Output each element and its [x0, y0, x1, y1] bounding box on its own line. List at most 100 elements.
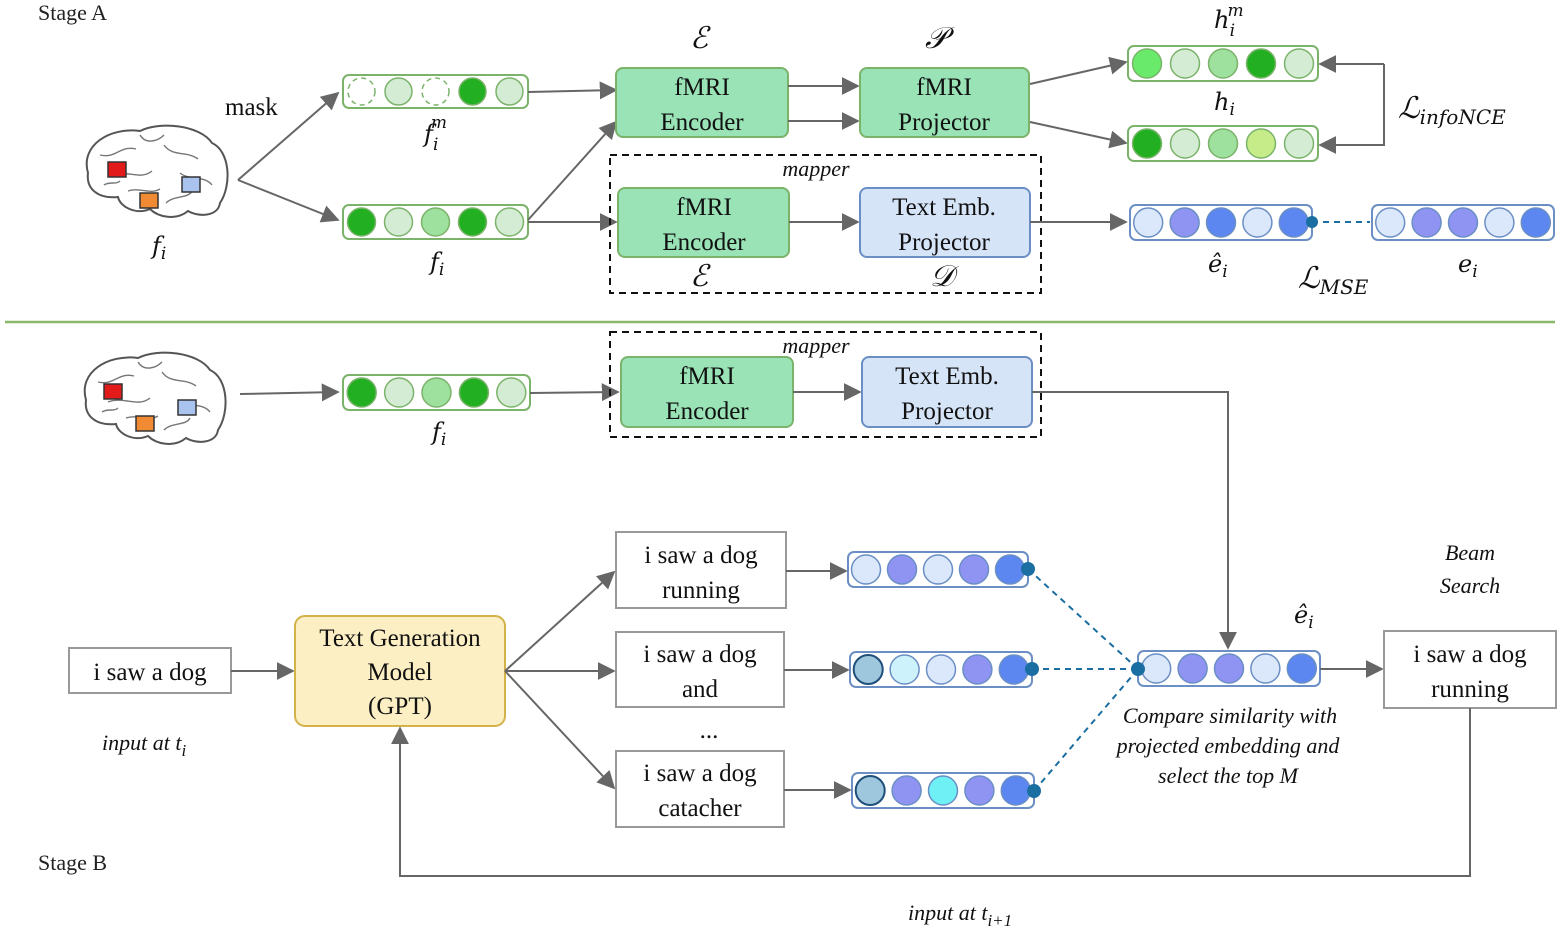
stage-b-label: Stage B: [38, 850, 107, 875]
candidate-3-line1: i saw a dog: [643, 760, 757, 787]
vector-cell: [850, 554, 882, 585]
vector-cell: [494, 207, 525, 237]
compare-text-line3: select the top M: [1158, 763, 1300, 788]
tgm-line1: Text Generation: [319, 625, 481, 652]
fi-label-b: fi: [430, 418, 446, 450]
vector-cell: [1140, 653, 1172, 684]
vector-cell: [421, 377, 452, 408]
compare-text-line1: Compare similarity with: [1123, 703, 1337, 728]
brain-icon: [83, 351, 227, 445]
vector-cell: [1169, 207, 1200, 238]
similarity-dot-2: [1025, 662, 1039, 676]
mapper-label-b: mapper: [782, 333, 850, 358]
vector-cell: [998, 654, 1030, 685]
text-emb-projector-a-line1: Text Emb.: [892, 194, 996, 221]
mse-loss-label: ℒMSE: [1298, 261, 1369, 299]
vector-cell: [1245, 128, 1277, 159]
similarity-link-1: [1027, 568, 1139, 670]
candidate-box-2: [615, 631, 785, 708]
fi-label-a: fi: [428, 248, 444, 280]
vector-cell: [458, 377, 490, 408]
vector-cell: [1520, 207, 1552, 238]
candidate-box-1: [615, 531, 787, 609]
vector-cell: [1132, 207, 1164, 238]
vector-cell: [421, 77, 450, 106]
candidate-2-line2: and: [682, 676, 719, 703]
fmri-projector: [859, 67, 1030, 138]
vector-cell: [1250, 653, 1281, 684]
candidate-3-line2: catacher: [658, 795, 742, 822]
vector-fi-b: [342, 374, 531, 411]
vector-cell: [1169, 48, 1201, 79]
vector-cell: [346, 377, 377, 408]
tgm-line3: (GPT): [368, 693, 432, 720]
candidate-ellipsis: ...: [700, 717, 719, 744]
beam-search-line2: Search: [1440, 573, 1500, 598]
compare-text-line2: projected embedding and: [1115, 733, 1341, 758]
tgm-line2: Model: [367, 659, 432, 686]
infonce-bracket-bottom: [1318, 64, 1385, 154]
fmri-encoder-mapper-a-line2: Encoder: [662, 229, 746, 256]
ehat-label-b: êi: [1294, 601, 1314, 633]
fmri-projector-line2: Projector: [898, 109, 990, 136]
vector-cell: [958, 554, 990, 585]
vector-cell: [458, 77, 487, 106]
arrow-to-masked: [237, 91, 340, 181]
fmri-encoder-a: [615, 67, 789, 138]
arrow-to-fi: [237, 179, 340, 223]
vector-ehat-b: [1137, 650, 1321, 687]
arrow-brain-to-fi-b: [239, 383, 340, 402]
vector-cell: [1000, 775, 1032, 806]
vector-cell: [1286, 653, 1318, 684]
arrow-projector-to-hi: [1029, 121, 1128, 149]
vector-cell: [420, 207, 451, 237]
vector-fi-a: [342, 204, 529, 240]
fmri-encoder-a-line1: fMRI: [674, 74, 730, 101]
similarity-link-3: [1033, 668, 1139, 792]
mask-label: mask: [225, 94, 278, 121]
arrow-gpt-to-cand3: [504, 670, 616, 790]
stage-a-label: Stage A: [38, 0, 107, 25]
vector-hi: [1127, 125, 1319, 162]
brain-icon: [85, 124, 229, 218]
fmri-encoder-b-line1: fMRI: [679, 363, 735, 390]
encoder-symbol-top: ℰ: [690, 21, 711, 56]
similarity-dot-1: [1021, 562, 1035, 576]
vector-cell: [347, 77, 376, 106]
vector-cell: [1213, 653, 1245, 684]
vector-cell: [852, 654, 884, 685]
vector-cell: [1205, 207, 1237, 238]
hi-label: hi: [1214, 88, 1235, 120]
similarity-dot-3: [1027, 784, 1041, 798]
vector-cand-1: [847, 551, 1029, 588]
vector-cell: [1131, 48, 1163, 79]
vector-cell: [1207, 48, 1239, 79]
output-text-box: [1383, 630, 1557, 709]
vector-cell: [1169, 128, 1201, 159]
infonce-loss-label: ℒinfoNCE: [1398, 91, 1506, 129]
candidate-1-line2: running: [662, 577, 740, 604]
vector-him: [1127, 45, 1319, 82]
text-emb-projector-b-line2: Projector: [901, 398, 993, 425]
arrow-projector-to-ehat-b: [1032, 391, 1237, 650]
ehat-label-a: êi: [1208, 250, 1228, 282]
text-emb-projector-b-line1: Text Emb.: [895, 363, 999, 390]
vector-cell: [925, 654, 957, 685]
arrow-gpt-to-cand1: [504, 570, 616, 672]
vector-cell: [1484, 207, 1515, 238]
input-at-ti-label: input at ti: [102, 730, 186, 760]
arrow-projector-to-him: [1029, 56, 1128, 85]
output-line1: i saw a dog: [1413, 641, 1527, 668]
vector-cell: [496, 377, 527, 408]
similarity-dot-target: [1131, 662, 1145, 676]
vector-cell: [891, 775, 922, 806]
vector-cell: [495, 77, 524, 106]
candidate-2-line1: i saw a dog: [643, 641, 757, 668]
fi-label-brain: fi: [150, 232, 166, 264]
encoder-symbol-bottom: ℰ: [690, 259, 711, 294]
candidate-box-3: [615, 750, 785, 828]
input-text: i saw a dog: [93, 659, 207, 686]
fmri-encoder-b-line2: Encoder: [665, 398, 749, 425]
